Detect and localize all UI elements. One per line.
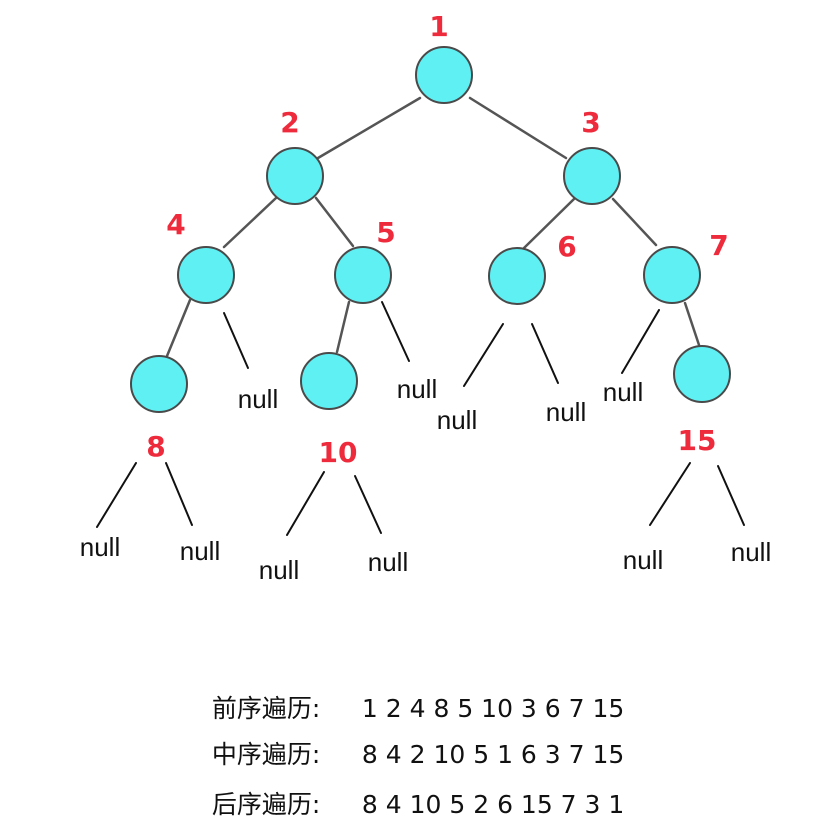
tree-node-1 [415, 46, 473, 104]
null-label: null [397, 374, 437, 404]
inorder-label: 中序遍历: [211, 740, 321, 769]
node-label-3: 3 [581, 106, 600, 139]
null-edge-15-left [649, 462, 691, 526]
edge-2-5 [314, 196, 355, 248]
null-label: null [623, 545, 663, 575]
node-label-8: 8 [146, 430, 165, 463]
node-label-15: 15 [678, 424, 717, 457]
null-label: null [731, 537, 771, 567]
inorder-traversal: 中序遍历: 8 4 2 10 5 1 6 3 7 15 [196, 706, 624, 771]
node-label-4: 4 [166, 208, 185, 241]
null-label: null [368, 547, 408, 577]
null-edge-6-left [463, 323, 504, 387]
edge-3-6 [522, 197, 576, 250]
edge-1-2 [316, 96, 422, 160]
null-label: null [238, 384, 278, 414]
null-label: null [437, 405, 477, 435]
tree-node-15 [673, 345, 731, 403]
node-label-10: 10 [319, 436, 358, 469]
edge-1-3 [468, 96, 568, 160]
node-label-6: 6 [557, 230, 576, 263]
inorder-sequence: 8 4 2 10 5 1 6 3 7 15 [361, 740, 625, 769]
binary-tree-diagram: 1 2 3 4 5 6 7 8 10 15 null null null nul… [80, 10, 771, 585]
node-label-1: 1 [429, 10, 448, 43]
edge-3-7 [611, 197, 658, 247]
node-label-7: 7 [709, 229, 728, 262]
null-edge-10-left [286, 471, 325, 536]
postorder-sequence: 8 4 10 5 2 6 15 7 3 1 [361, 790, 625, 819]
tree-node-10 [300, 352, 358, 410]
edge-2-4 [222, 196, 278, 249]
postorder-traversal: 后序遍历: 8 4 10 5 2 6 15 7 3 1 [196, 756, 624, 821]
null-label: null [259, 555, 299, 585]
edge-4-8 [165, 298, 192, 358]
node-label-2: 2 [280, 106, 299, 139]
null-edge-6-right [531, 323, 559, 384]
tree-node-7 [643, 246, 701, 304]
tree-node-6 [488, 247, 546, 305]
null-edge-8-left [96, 462, 137, 528]
null-label: null [180, 536, 220, 566]
postorder-label: 后序遍历: [211, 790, 321, 819]
tree-node-4 [177, 246, 235, 304]
null-label: null [603, 377, 643, 407]
null-label: null [546, 397, 586, 427]
null-label: null [80, 532, 120, 562]
null-edge-8-right [165, 462, 193, 526]
null-edge-7-left [621, 309, 660, 374]
edge-7-15 [683, 301, 701, 347]
preorder-sequence: 1 2 4 8 5 10 3 6 7 15 [361, 694, 625, 723]
null-edge-5-right [381, 301, 410, 362]
null-edge-15-right [717, 465, 745, 526]
null-edge-10-right [354, 475, 382, 534]
tree-node-8 [130, 355, 188, 413]
preorder-traversal: 前序遍历: 1 2 4 8 5 10 3 6 7 15 [196, 660, 624, 725]
edge-5-10 [335, 300, 351, 354]
node-label-5: 5 [376, 216, 395, 249]
preorder-label: 前序遍历: [211, 694, 321, 723]
tree-node-3 [563, 147, 621, 205]
tree-node-5 [334, 246, 392, 304]
null-edge-4-right [223, 312, 249, 369]
tree-node-2 [266, 147, 324, 205]
